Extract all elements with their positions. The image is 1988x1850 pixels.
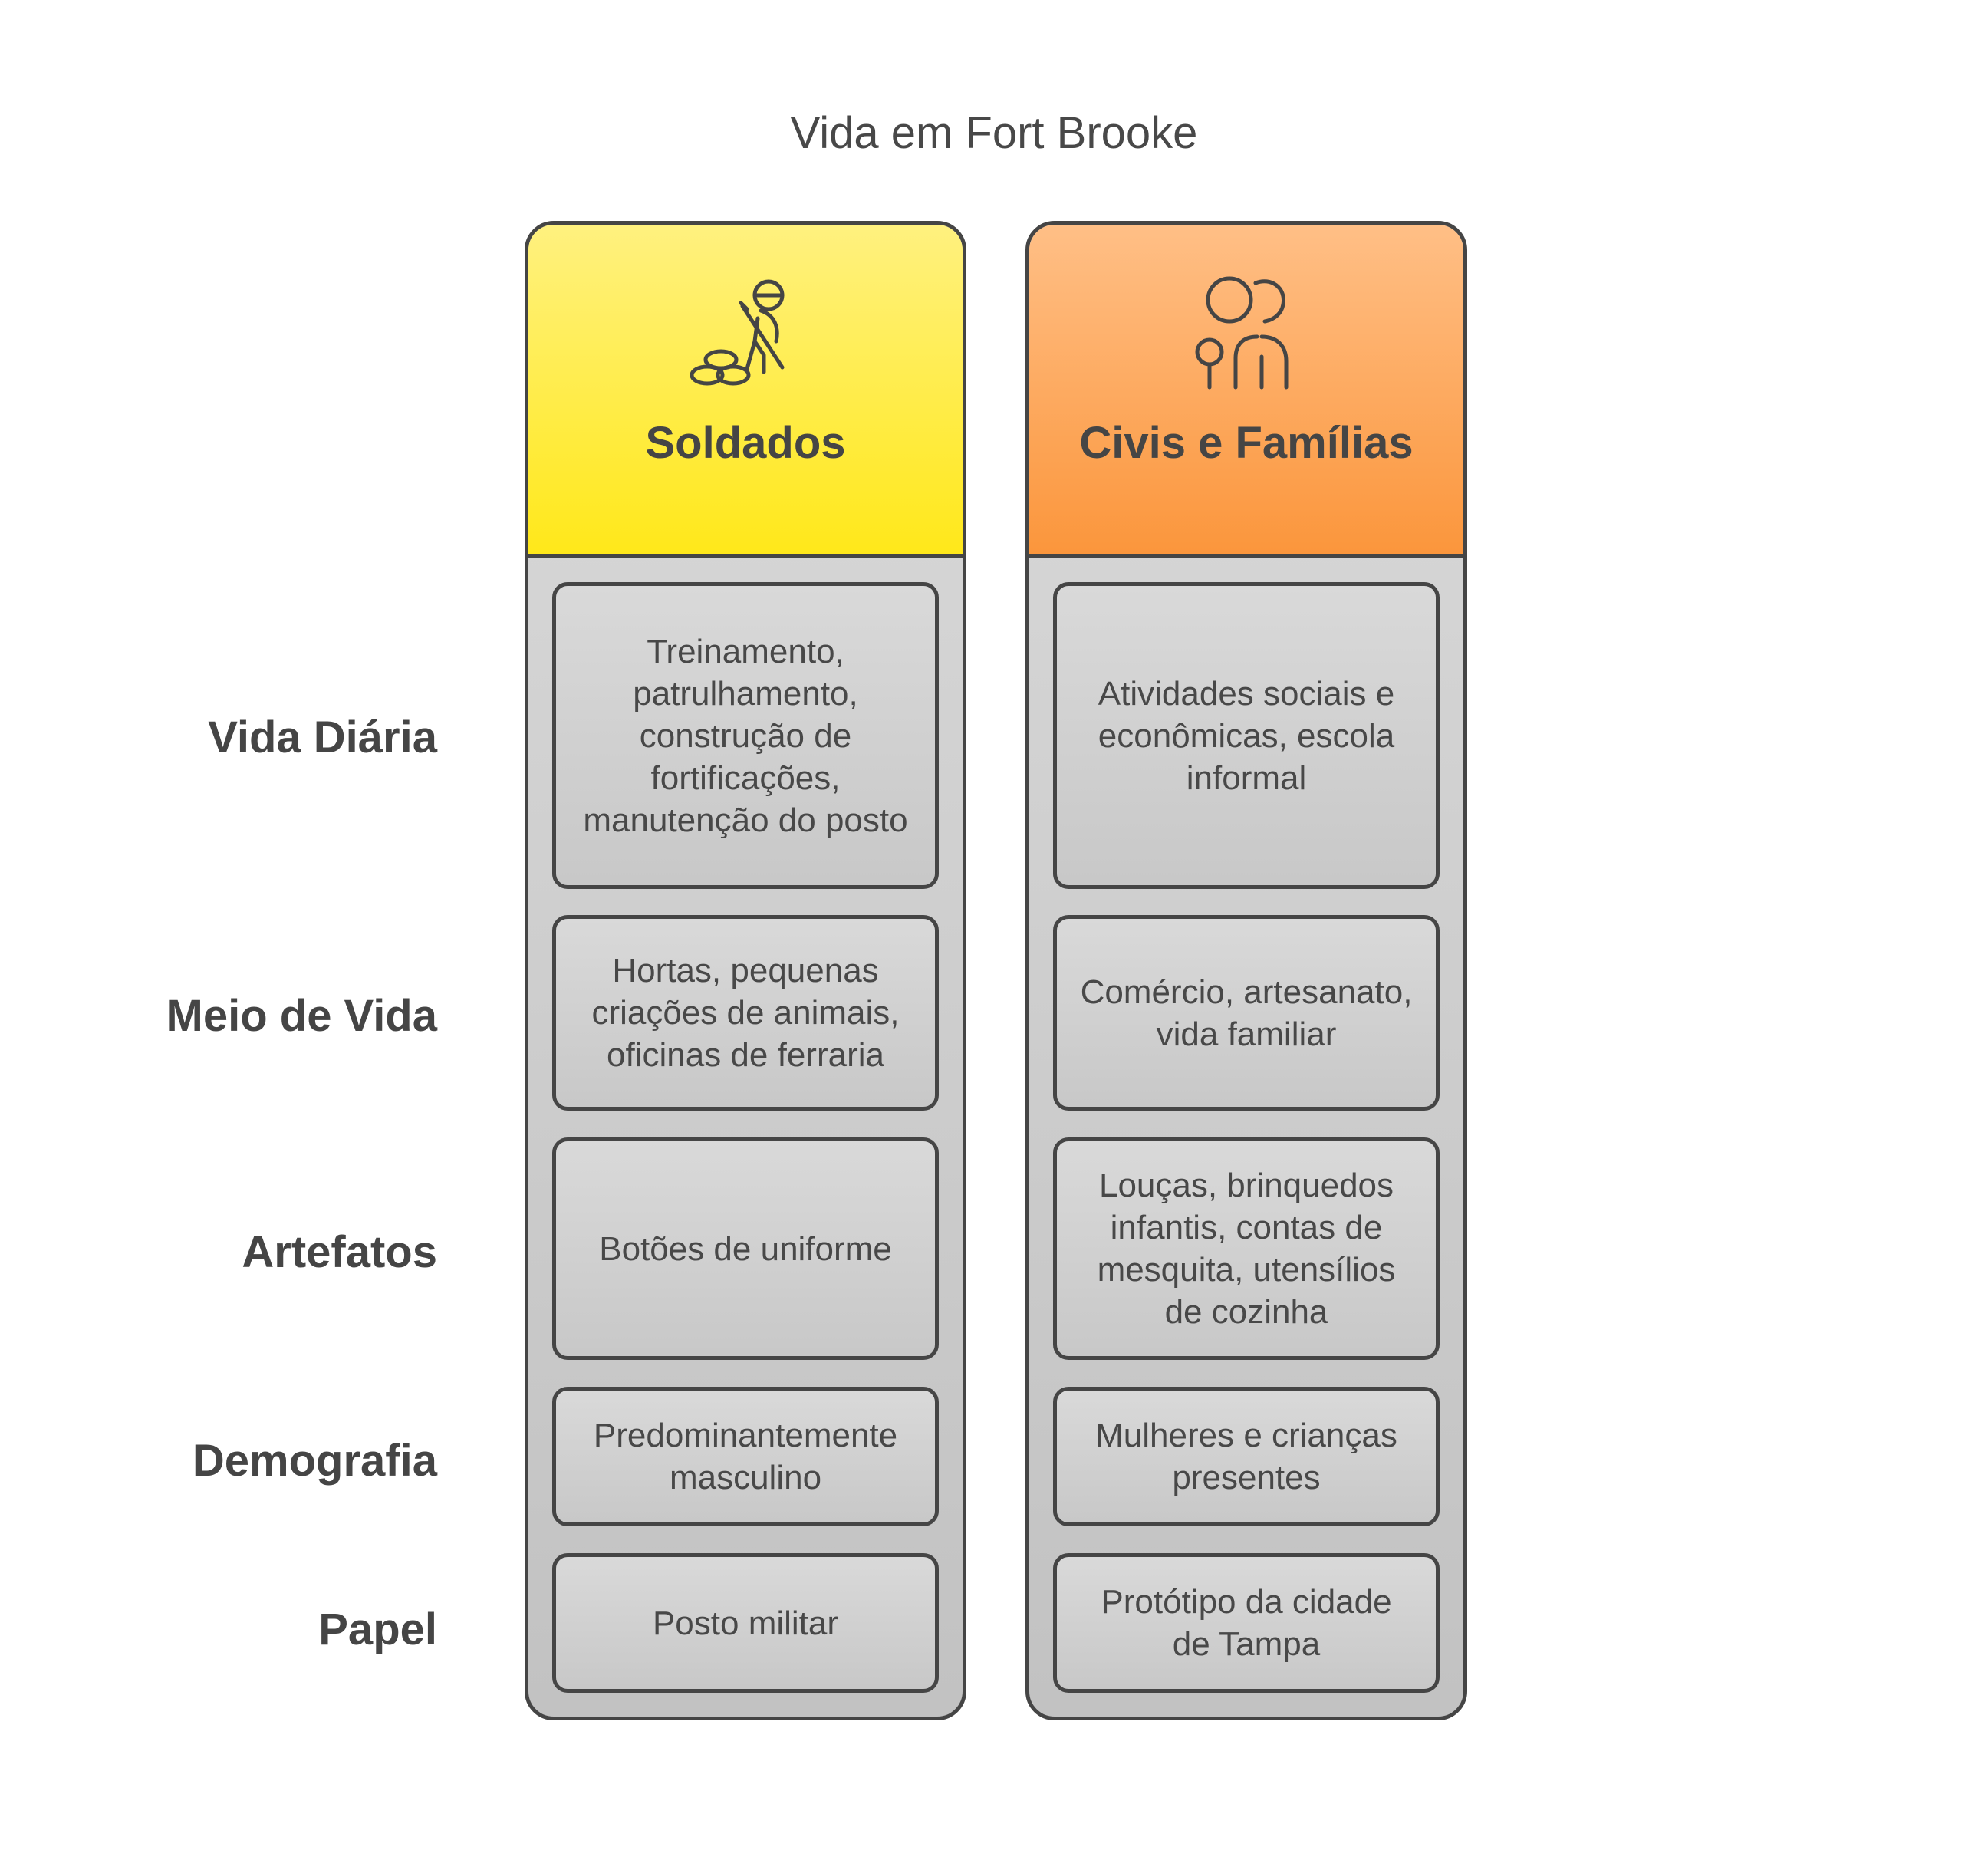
soldiers-column: Soldados Treinamento, patrulhamento, con… — [525, 221, 966, 1720]
row-label-livelihood: Meio de Vida — [166, 991, 437, 1042]
civilians-title: Civis e Famílias — [1079, 418, 1414, 468]
soldiers-header: Soldados — [528, 225, 963, 558]
soldiers-livelihood-cell: Hortas, pequenas criações de animais, of… — [552, 915, 939, 1111]
row-label-role: Papel — [318, 1605, 437, 1655]
soldiers-artifacts-cell: Botões de uniforme — [552, 1137, 939, 1360]
civilians-header: Civis e Famílias — [1029, 225, 1463, 558]
civilians-role-cell: Protótipo da cidade de Tampa — [1053, 1553, 1440, 1693]
civilians-demography-cell: Mulheres e crianças presentes — [1053, 1387, 1440, 1526]
people-icon — [1195, 276, 1289, 390]
soldiers-demography-cell: Predominantemente masculino — [552, 1387, 939, 1526]
civilians-column: Civis e Famílias Atividades sociais e ec… — [1025, 221, 1467, 1720]
row-label-demography: Demografia — [192, 1436, 437, 1486]
soldiers-title: Soldados — [645, 418, 846, 468]
civilians-livelihood-cell: Comércio, artesanato, vida familiar — [1053, 915, 1440, 1111]
soldier-icon — [690, 279, 785, 386]
soldiers-daily-life-cell: Treinamento, patrulhamento, construção d… — [552, 582, 939, 889]
diagram-title: Vida em Fort Brooke — [790, 108, 1198, 158]
row-label-daily-life: Vida Diária — [208, 713, 437, 763]
soldiers-role-cell: Posto militar — [552, 1553, 939, 1693]
row-label-artifacts: Artefatos — [242, 1227, 437, 1278]
civilians-artifacts-cell: Louças, brinquedos infantis, contas de m… — [1053, 1137, 1440, 1360]
civilians-daily-life-cell: Atividades sociais e econômicas, escola … — [1053, 582, 1440, 889]
